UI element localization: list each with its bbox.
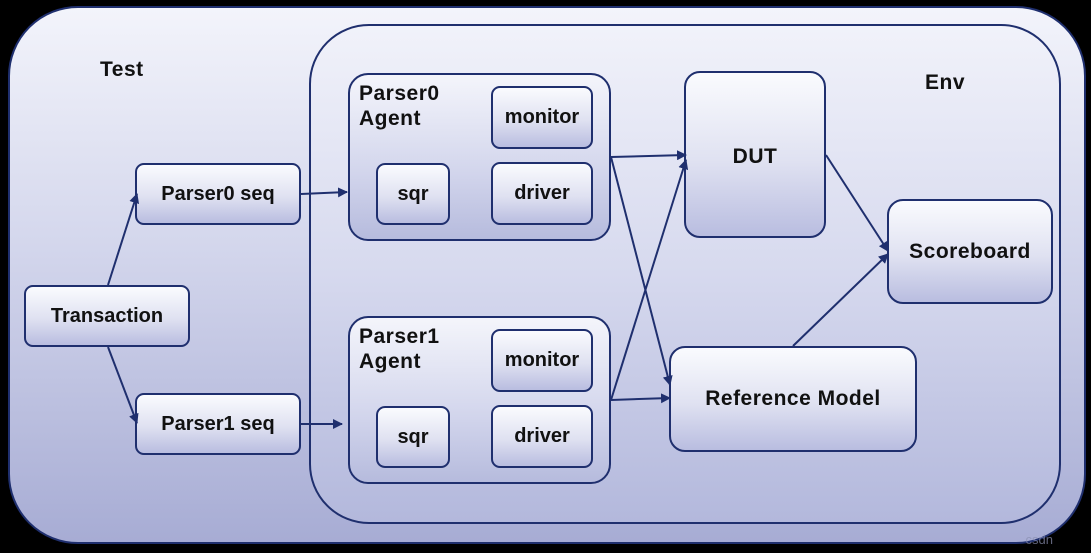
parser0-agent-title: Parser0 Agent bbox=[359, 82, 440, 130]
parser1-sqr-box: sqr bbox=[376, 406, 450, 468]
parser0-seq-box: Parser0 seq bbox=[135, 163, 301, 225]
env-label: Env bbox=[925, 71, 966, 94]
parser0-monitor-box: monitor bbox=[491, 86, 593, 149]
reference-model-box: Reference Model bbox=[669, 346, 917, 452]
parser0-sqr-box: sqr bbox=[376, 163, 450, 225]
transaction-box: Transaction bbox=[24, 285, 190, 347]
scoreboard-box: Scoreboard bbox=[887, 199, 1053, 304]
test-label: Test bbox=[100, 58, 144, 81]
dut-box: DUT bbox=[684, 71, 826, 238]
parser1-driver-box: driver bbox=[491, 405, 593, 468]
parser0-driver-box: driver bbox=[491, 162, 593, 225]
parser1-agent-title: Parser1 Agent bbox=[359, 325, 440, 373]
parser1-seq-box: Parser1 seq bbox=[135, 393, 301, 455]
parser1-monitor-box: monitor bbox=[491, 329, 593, 392]
watermark: csdn bbox=[1025, 532, 1053, 547]
